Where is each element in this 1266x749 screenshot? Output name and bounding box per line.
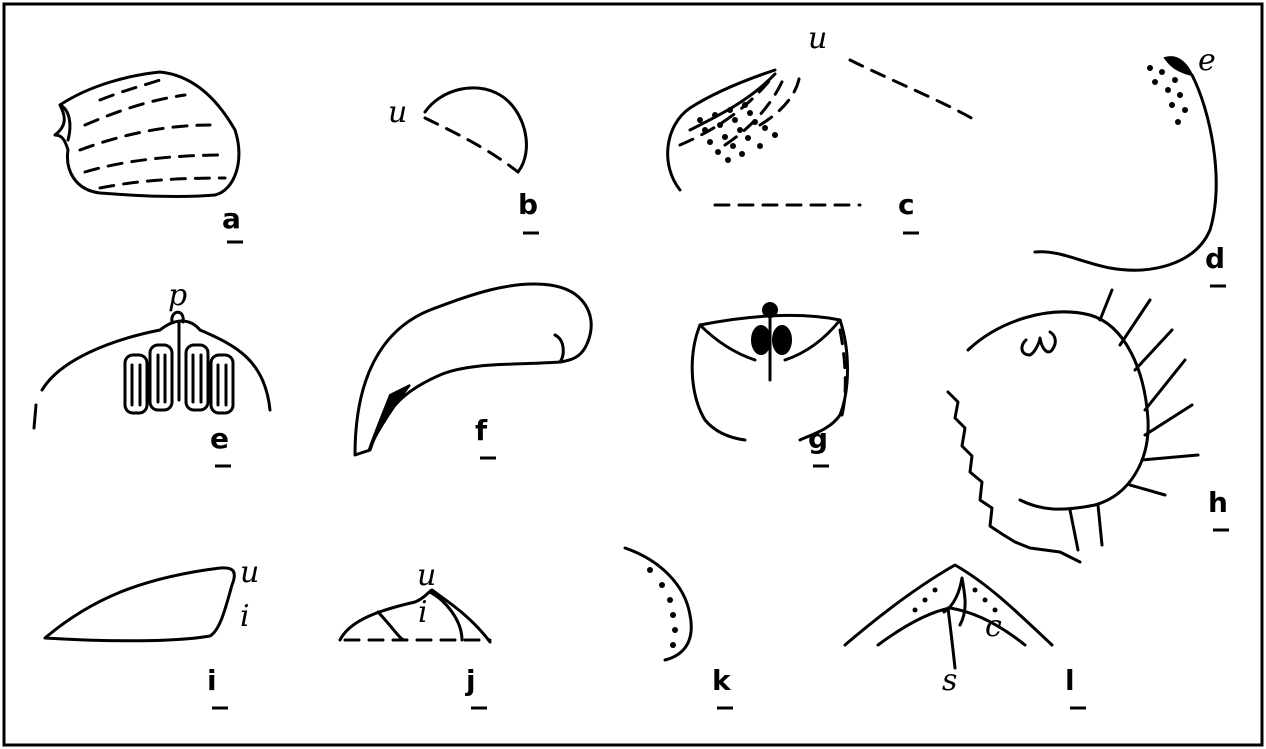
- figure-a-label: a: [222, 202, 241, 235]
- figure-d-mark-e: e: [1198, 43, 1216, 78]
- figure-k-drawing: k: [625, 548, 733, 708]
- figure-l-drawing: c s l: [845, 565, 1086, 708]
- figure-h-label: h: [1208, 486, 1228, 519]
- figure-i-mark-u: u: [240, 555, 259, 590]
- figure-i-drawing: u i i: [45, 555, 259, 708]
- figure-e-mark-p: p: [168, 278, 187, 313]
- figure-e-drawing: p e: [34, 278, 270, 466]
- figure-b-mark-u: u: [388, 95, 407, 130]
- figure-g-label: g: [808, 422, 828, 455]
- figure-f-label: f: [475, 414, 488, 447]
- figure-j-label: j: [465, 664, 476, 697]
- figure-j-mark-i: i: [418, 595, 428, 630]
- figure-c-drawing: u c: [668, 21, 975, 233]
- figure-d-label: d: [1205, 242, 1225, 275]
- figure-k-label: k: [712, 664, 732, 697]
- figure-j-mark-u: u: [417, 558, 436, 593]
- figure-c-mark-u: u: [808, 21, 827, 56]
- figure-l-mark-s: s: [942, 663, 957, 698]
- figure-b-drawing: u b: [388, 88, 539, 233]
- figure-j-drawing: u i j: [340, 558, 490, 708]
- figure-c-label: c: [898, 188, 915, 221]
- figure-d-drawing: e d: [1035, 43, 1226, 286]
- figure-g-drawing: g: [692, 303, 847, 466]
- figure-b-label: b: [518, 188, 538, 221]
- figure-i-mark-i: i: [240, 599, 250, 634]
- figure-h-drawing: h: [948, 290, 1229, 562]
- figure-l-mark-c: c: [985, 609, 1002, 644]
- figure-f-drawing: f: [355, 284, 591, 458]
- figure-e-label: e: [210, 422, 229, 455]
- figure-l-label: l: [1065, 664, 1075, 697]
- figure-i-label: i: [207, 664, 217, 697]
- figure-a-drawing: a: [55, 72, 243, 242]
